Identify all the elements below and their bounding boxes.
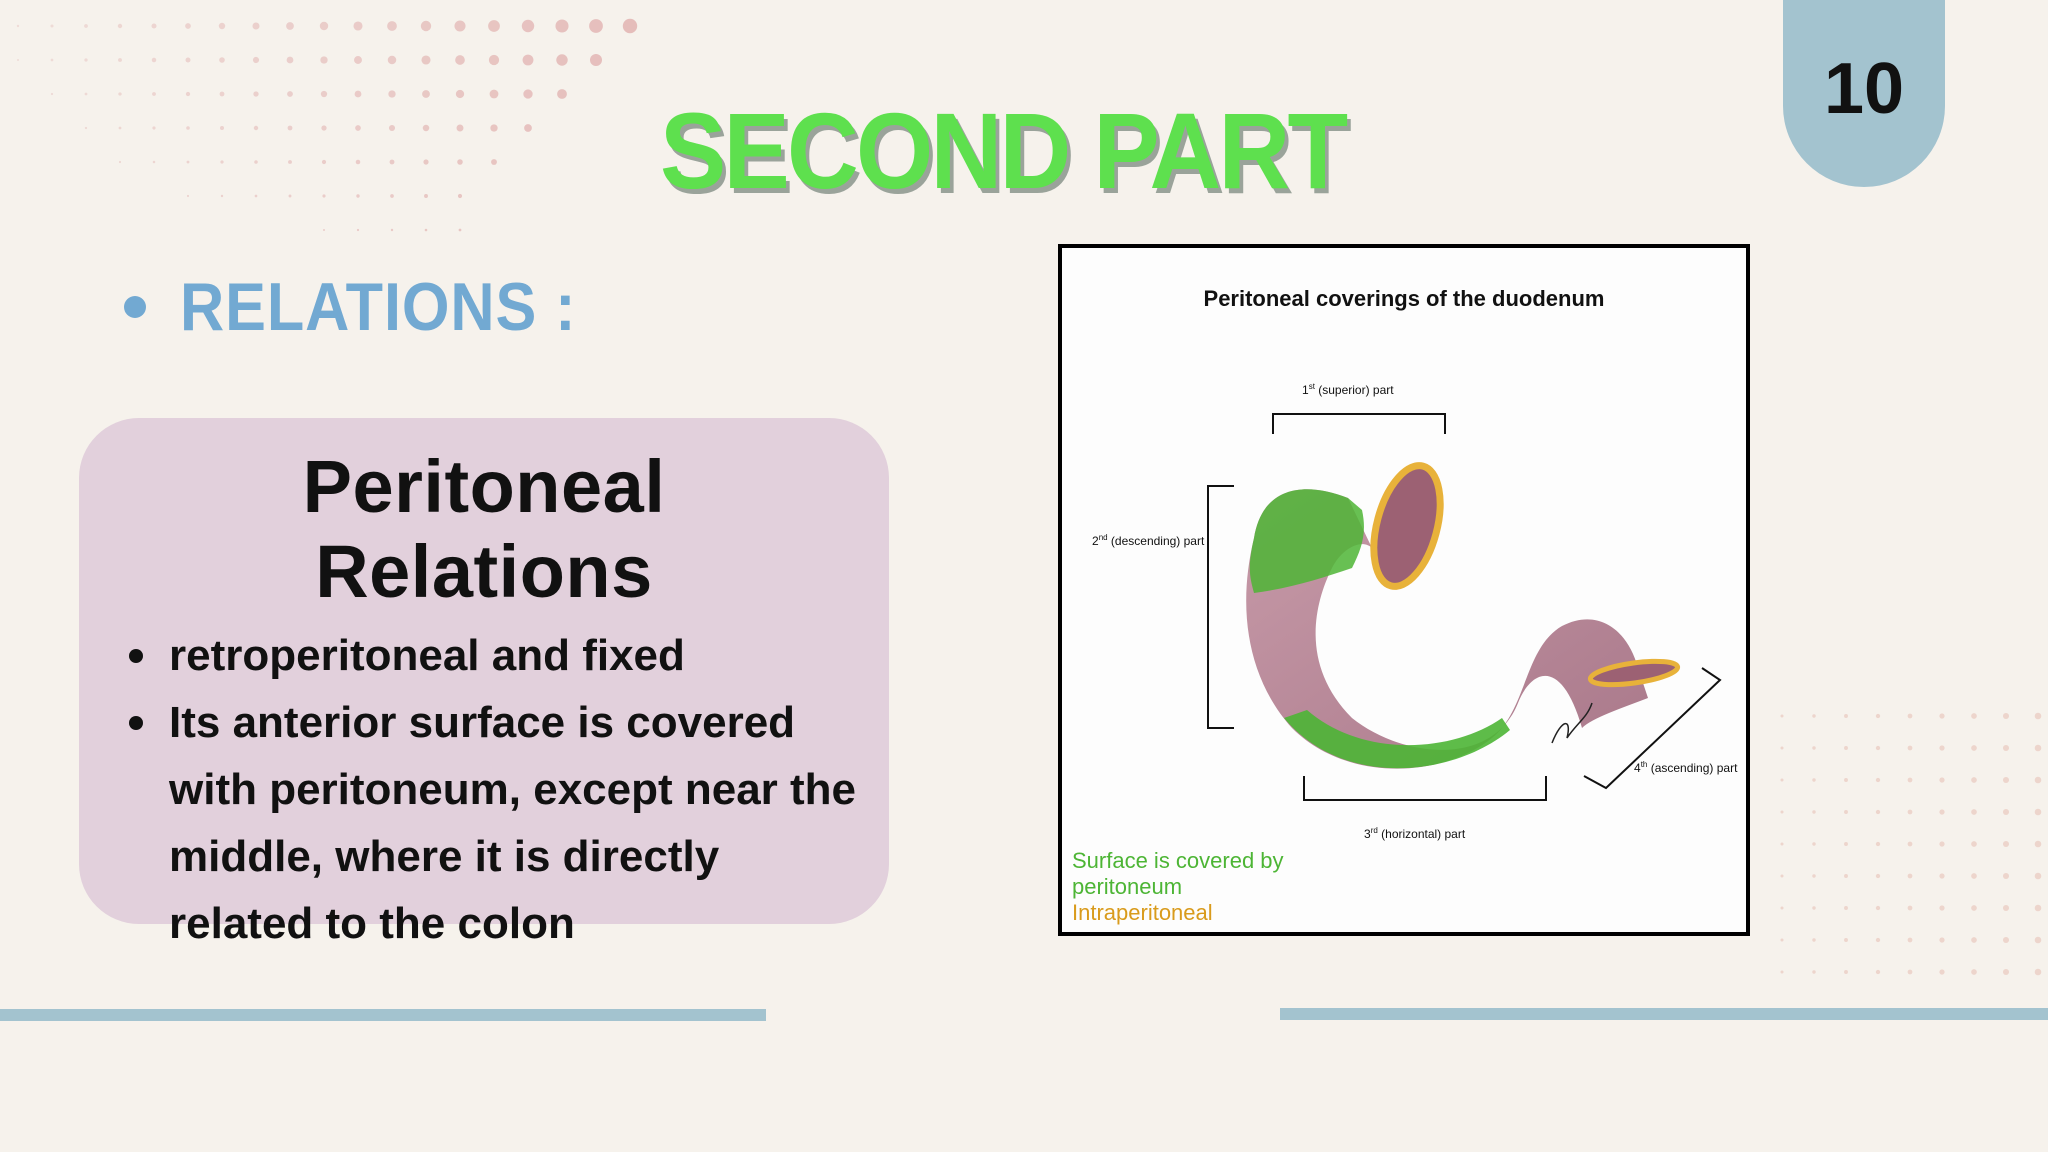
green-covered-region-bottom	[1284, 710, 1510, 769]
label-horizontal: 3rd (horizontal) part	[1364, 826, 1466, 841]
bracket-descending	[1207, 485, 1234, 729]
distal-opening	[1587, 658, 1681, 688]
green-covered-region-top	[1249, 489, 1364, 593]
page-number: 10	[1823, 48, 1905, 129]
card-bullet-list: retroperitoneal and fixed Its anterior s…	[129, 622, 859, 957]
relations-label: RELATIONS :	[180, 269, 577, 345]
decorative-dot-pattern-bottom	[1780, 712, 2042, 976]
duodenum-figure: Peritoneal coverings of the duodenum 1st…	[1058, 244, 1750, 936]
artist-signature	[1551, 702, 1593, 744]
card-bullet-item: Its anterior surface is covered with per…	[129, 689, 859, 957]
slide-title: SECOND PART	[660, 90, 1348, 211]
card-heading: Peritoneal Relations	[302, 445, 666, 613]
legend-covered-line1: Surface is covered by	[1072, 848, 1284, 873]
proximal-opening	[1370, 462, 1444, 590]
bottom-rule-right	[1280, 1008, 2048, 1020]
label-descending: 2nd (descending) part	[1092, 533, 1205, 548]
bottom-rule-left	[0, 1009, 766, 1021]
relations-heading: RELATIONS :	[124, 268, 620, 346]
label-ascending: 4th (ascending) part	[1634, 760, 1738, 775]
label-superior: 1st (superior) part	[1302, 382, 1394, 397]
bracket-superior	[1272, 413, 1446, 434]
peritoneal-relations-card: Peritoneal Relations retroperitoneal and…	[79, 418, 889, 948]
decorative-dot-pattern	[16, 18, 638, 232]
figure-title: Peritoneal coverings of the duodenum	[1203, 286, 1605, 311]
page-number-badge: 10	[1783, 0, 1945, 187]
figure-legend: Surface is covered by peritoneum Intrape…	[1072, 848, 1284, 926]
bullet-dot	[124, 296, 146, 318]
card-bullet-item: retroperitoneal and fixed	[129, 622, 859, 689]
bracket-horizontal	[1303, 776, 1547, 801]
legend-covered-line2: peritoneum	[1072, 874, 1183, 899]
legend-intraperitoneal: Intraperitoneal	[1072, 900, 1213, 925]
duodenum-illustration	[1207, 413, 1722, 801]
bracket-ascending	[1583, 667, 1722, 790]
